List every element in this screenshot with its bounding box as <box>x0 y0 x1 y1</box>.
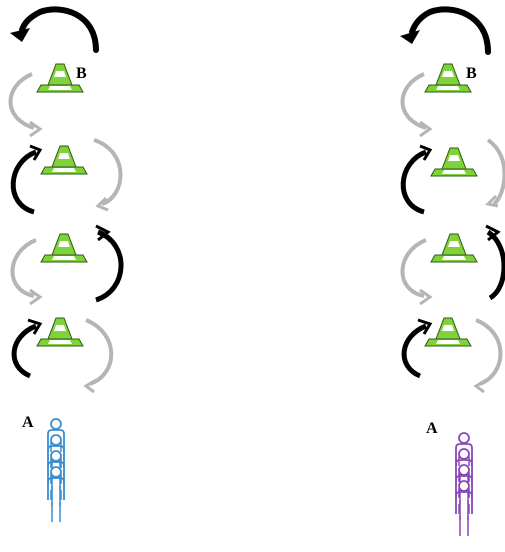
people-line <box>455 432 473 537</box>
start-label-right: A <box>426 420 438 437</box>
right-column <box>400 6 505 537</box>
black-curve-arrow <box>400 149 428 215</box>
gray-curve-arrow <box>10 238 37 298</box>
black-curve-arrow <box>11 323 38 379</box>
start-label-left: A <box>22 414 34 431</box>
cone-4 <box>36 317 84 347</box>
cone-2 <box>40 145 88 175</box>
black-curve-arrow <box>95 229 124 303</box>
cone-3 <box>40 233 88 263</box>
gray-curve-arrow <box>8 72 35 130</box>
cone-2 <box>430 147 478 177</box>
cone-4 <box>424 317 472 347</box>
gray-curve-arrow <box>475 318 503 386</box>
gray-curve-arrow <box>85 318 114 386</box>
end-label-left: B <box>76 65 87 82</box>
gray-curve-arrow <box>486 138 505 206</box>
top-turn-arrow <box>19 6 99 53</box>
gray-curve-arrow <box>93 138 123 206</box>
black-curve-arrow <box>10 149 38 215</box>
people-line <box>47 418 65 523</box>
cone-1 <box>424 63 472 93</box>
black-curve-arrow <box>486 229 505 301</box>
left-column <box>8 6 124 523</box>
black-curve-arrow <box>401 323 428 379</box>
cone-3 <box>430 233 478 263</box>
gray-curve-arrow <box>400 72 427 130</box>
end-label-right: B <box>466 65 477 82</box>
gray-curve-arrow <box>400 238 427 298</box>
top-turn-arrow <box>409 6 491 55</box>
